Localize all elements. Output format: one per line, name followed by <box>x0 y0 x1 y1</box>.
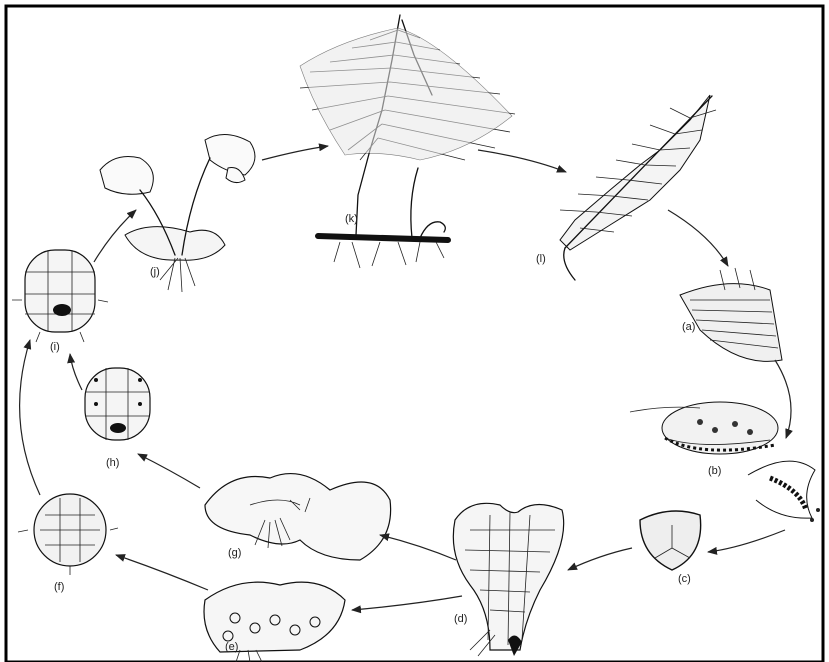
rhizome <box>318 236 448 240</box>
arrow-e-to-f <box>116 555 208 590</box>
arrow-d-to-e <box>352 596 462 610</box>
label-c: (c) <box>678 573 691 585</box>
label-d: (d) <box>454 613 467 625</box>
dehiscing-sporangium <box>748 461 820 522</box>
arrow-c-to-d <box>568 548 632 570</box>
fertile-frond <box>560 95 716 280</box>
arrow-j-to-k <box>262 146 328 160</box>
label-a: (a) <box>682 321 695 333</box>
arrow-f-to-i <box>20 340 40 495</box>
sporangium-section <box>630 402 778 454</box>
sorus-closeup <box>680 268 782 361</box>
label-k: (k) <box>345 213 358 225</box>
arrow-l-to-a <box>668 210 728 266</box>
heart-shaped-prothallus <box>453 503 563 656</box>
label-h: (h) <box>106 457 119 469</box>
spore <box>640 511 701 570</box>
label-i: (i) <box>50 341 60 353</box>
arrow-d-to-g <box>380 535 456 560</box>
mature-fern-sporophyte <box>300 15 515 268</box>
label-g: (g) <box>228 547 241 559</box>
label-e: (e) <box>225 641 238 653</box>
embryo-in-archegonium <box>85 368 150 440</box>
arrow-b-to-c <box>708 530 785 552</box>
arrow-h-to-i <box>70 354 82 390</box>
label-j: (j) <box>150 266 160 278</box>
label-b: (b) <box>708 465 721 477</box>
label-f: (f) <box>54 581 64 593</box>
zygote-in-archegonium <box>12 250 108 342</box>
germinating-spore <box>18 494 118 575</box>
young-sporophyte <box>100 134 255 292</box>
label-l: (l) <box>536 253 546 265</box>
arrow-g-to-h <box>138 454 200 488</box>
arrow-k-to-l <box>478 150 566 172</box>
